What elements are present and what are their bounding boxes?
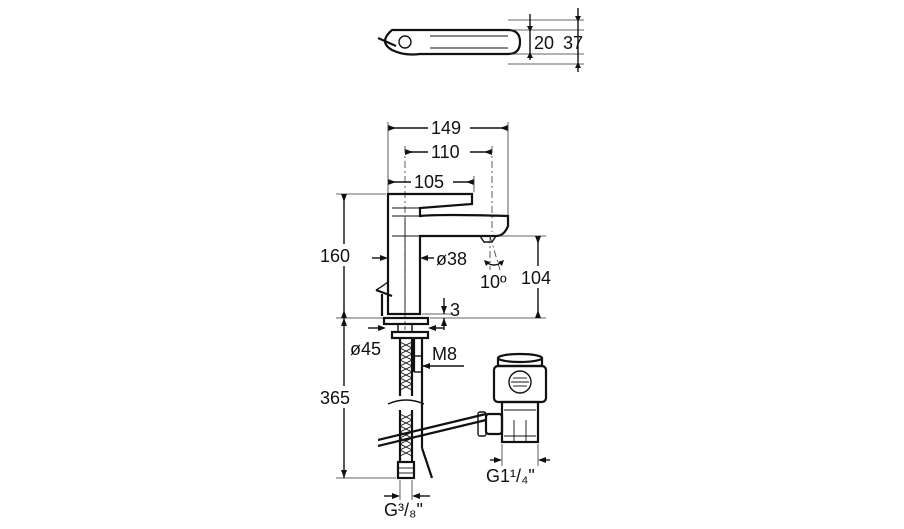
popup-rod — [377, 412, 487, 448]
dim-angle: 10º — [480, 272, 507, 292]
dim-37: 37 — [563, 33, 583, 53]
dim-160: 160 — [320, 246, 350, 266]
mounting-assembly — [382, 316, 430, 373]
dim-diameter-38-lines — [372, 255, 434, 261]
dim-365: 365 — [320, 388, 350, 408]
dim-149: 149 — [431, 118, 461, 138]
waste-valve — [477, 352, 548, 444]
dim-diameter-45-lines — [368, 325, 444, 331]
front-view: 149 110 105 160 — [318, 117, 557, 520]
dim-waste-thread: G1¹/₄" — [486, 466, 535, 486]
top-view-dimension-lines — [508, 8, 584, 72]
dim-waste-thread-lines — [490, 444, 550, 466]
dim-m8-lines — [422, 363, 464, 369]
dim-105: 105 — [414, 172, 444, 192]
top-view: 20 37 — [377, 8, 584, 72]
dim-3: 3 — [450, 300, 460, 320]
dim-diameter-38: ø38 — [436, 249, 467, 269]
dim-3-lines — [422, 298, 452, 330]
top-view-outline — [377, 28, 522, 56]
dim-hose-thread-lines — [384, 480, 430, 500]
dim-thread-m8: M8 — [432, 344, 457, 364]
dim-hose-thread: G³/₈" — [384, 500, 423, 520]
dim-diameter-45: ø45 — [350, 339, 381, 359]
braided-hose — [387, 338, 434, 480]
dim-20: 20 — [534, 33, 554, 53]
dim-110: 110 — [431, 142, 460, 162]
dim-104: 104 — [521, 268, 551, 288]
faucet-body — [375, 192, 510, 316]
